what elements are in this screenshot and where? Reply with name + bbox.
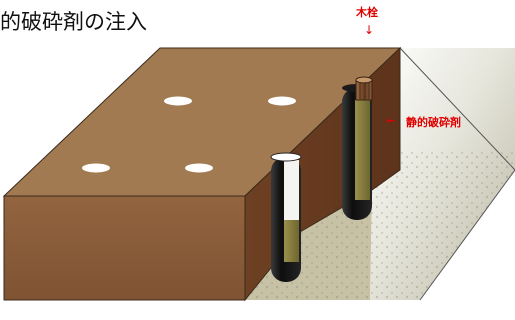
wooden-plug [355,76,373,101]
left-arrow-icon: ← [386,114,396,127]
drill-hole [164,96,192,106]
agent-label: 静的破砕剤 [406,116,461,129]
down-arrow-icon: ↓ [364,23,375,37]
block-front-face [3,195,246,301]
drill-hole [185,163,213,173]
cut-face-outline [399,47,515,301]
cutaway-hole-filled [342,84,372,220]
cut-face-texture [370,150,515,300]
figure-title: 的破砕剤の注入 [0,10,147,34]
drill-hole [268,96,296,106]
wooden-plug-label: 木栓 [356,6,378,19]
drill-hole [82,163,110,173]
cutaway-hole-partial [270,152,302,282]
